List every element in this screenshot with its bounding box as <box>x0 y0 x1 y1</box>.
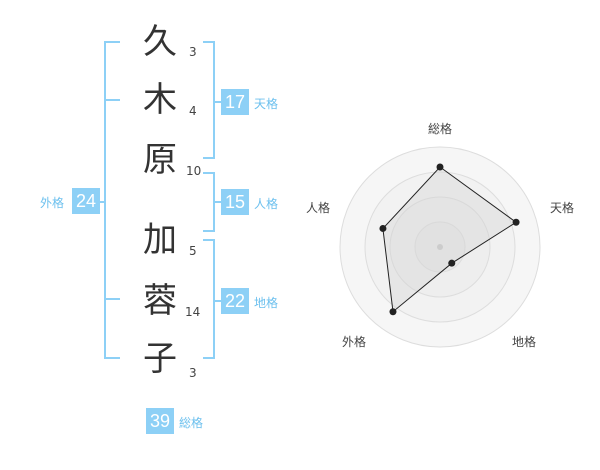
name-char-2: 木 <box>143 80 177 120</box>
radar-point-4 <box>389 308 397 316</box>
chikaku-connector <box>213 300 221 302</box>
axis-label-gaikaku: 外格 <box>342 334 366 349</box>
gaikaku-label: 外格 <box>40 196 65 210</box>
radar-point-1 <box>436 163 444 171</box>
jinkaku-connector <box>213 201 221 203</box>
stroke-count-6: 3 <box>189 366 197 380</box>
name-char-6: 子 <box>143 339 177 379</box>
soukaku-label: 総格 <box>179 416 204 430</box>
stroke-count-1: 3 <box>189 45 197 59</box>
radar-point-3 <box>448 259 456 267</box>
name-char-1: 久 <box>143 22 177 62</box>
soukaku-value: 39 <box>146 408 174 434</box>
gaikaku-bracket-mid-bottom <box>104 298 120 300</box>
gaikaku-connector <box>98 201 106 203</box>
stroke-count-2: 4 <box>189 104 197 118</box>
chikaku-value: 22 <box>221 288 249 314</box>
axis-label-chikaku: 地格 <box>512 334 536 349</box>
axis-label-tenkaku: 天格 <box>550 200 574 215</box>
name-char-5: 蓉 <box>143 281 177 321</box>
radar-point-2 <box>512 218 520 226</box>
tenkaku-connector <box>213 101 221 103</box>
gaikaku-bracket-vertical <box>104 41 106 359</box>
axis-label-jinkaku: 人格 <box>306 200 330 215</box>
jinkaku-value: 15 <box>221 189 249 215</box>
jinkaku-label: 人格 <box>254 197 279 211</box>
jinkaku-bracket-bottom <box>203 230 215 232</box>
tenkaku-bracket-bottom <box>203 157 215 159</box>
radar-point-5 <box>379 224 387 232</box>
stroke-count-3: 10 <box>186 164 202 178</box>
gaikaku-bracket-bottom <box>104 357 120 359</box>
chikaku-bracket-vertical <box>213 239 215 359</box>
radar-data-area <box>382 166 517 313</box>
gaikaku-bracket-top <box>104 41 120 43</box>
radar-center-dot <box>437 244 443 250</box>
jinkaku-bracket-top <box>203 172 215 174</box>
gaikaku-value: 24 <box>72 188 100 214</box>
name-char-4: 加 <box>143 220 177 260</box>
chikaku-bracket-bottom <box>203 357 215 359</box>
tenkaku-label: 天格 <box>254 97 279 111</box>
tenkaku-bracket-top <box>203 41 215 43</box>
axis-label-soukaku: 総格 <box>428 121 452 136</box>
tenkaku-value: 17 <box>221 89 249 115</box>
gaikaku-bracket-mid-top <box>104 99 120 101</box>
chikaku-label: 地格 <box>254 296 279 310</box>
stroke-count-4: 5 <box>189 244 197 258</box>
tenkaku-bracket-vertical <box>213 41 215 159</box>
chikaku-bracket-top <box>203 239 215 241</box>
stroke-count-5: 14 <box>185 305 201 319</box>
name-char-3: 原 <box>143 140 177 180</box>
radar-points <box>379 163 520 316</box>
